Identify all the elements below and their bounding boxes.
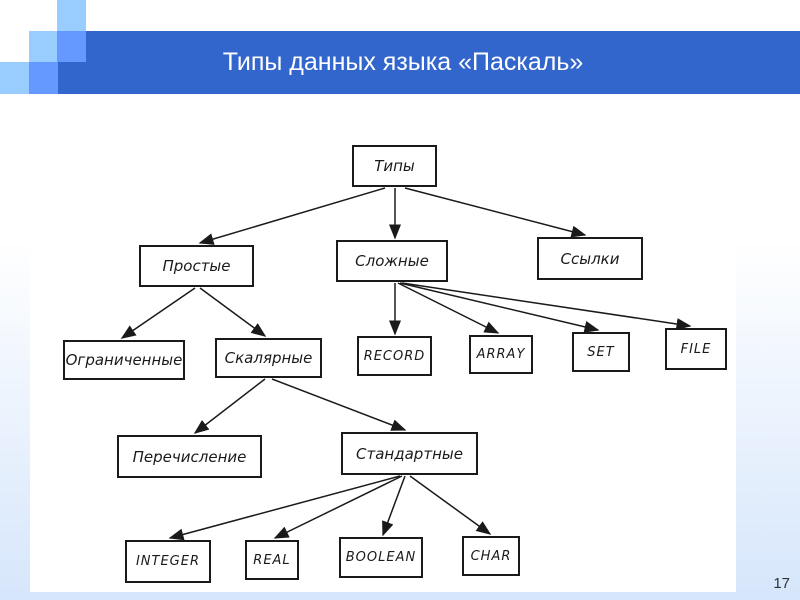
- decor-square: [0, 62, 29, 94]
- node-set: SET: [572, 332, 630, 372]
- title-band: [58, 62, 800, 94]
- node-complex: Сложные: [336, 240, 448, 282]
- node-enumeration: Перечисление: [117, 435, 262, 478]
- node-char: CHAR: [462, 536, 520, 576]
- node-boolean: BOOLEAN: [339, 537, 423, 578]
- node-array: ARRAY: [469, 335, 533, 374]
- node-scalar: Скалярные: [215, 338, 322, 378]
- slide-title: Типы данных языка «Паскаль»: [222, 48, 584, 76]
- decor-square: [29, 31, 57, 62]
- decor-square: [29, 62, 58, 94]
- page-number: 17: [773, 575, 790, 592]
- node-simple: Простые: [139, 245, 254, 287]
- node-real: REAL: [245, 540, 299, 580]
- node-file: FILE: [665, 328, 727, 370]
- node-standard: Стандартные: [341, 432, 478, 475]
- decor-square: [57, 0, 86, 31]
- node-pointers: Ссылки: [537, 237, 643, 280]
- title-band: [86, 31, 800, 62]
- decor-square: [57, 31, 86, 62]
- node-types: Типы: [352, 145, 437, 187]
- node-record: RECORD: [357, 336, 432, 376]
- node-integer: INTEGER: [125, 540, 211, 583]
- node-subrange: Ограниченные: [63, 340, 185, 380]
